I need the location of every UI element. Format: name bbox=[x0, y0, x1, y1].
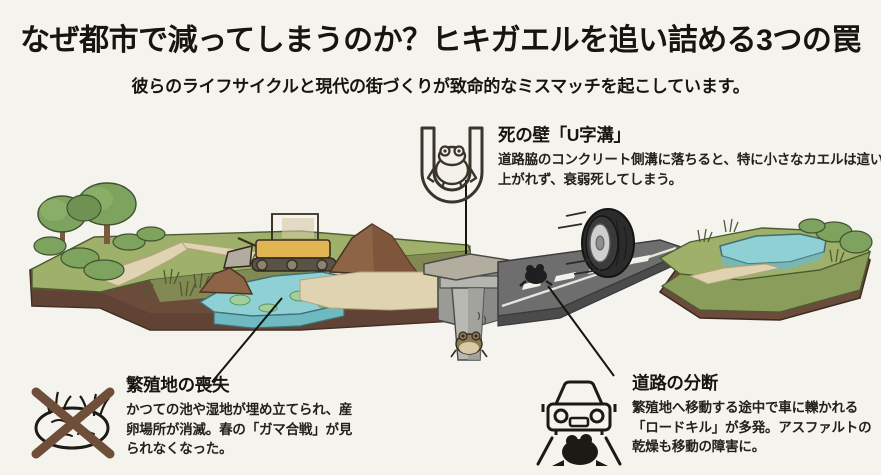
dirt-mound-large-shade bbox=[372, 224, 420, 276]
reed-tufts-right bbox=[697, 218, 845, 263]
pond-shape bbox=[34, 406, 110, 450]
page-subtitle: 彼らのライフサイクルと現代の街づくりが致命的なミスマッチを起こしています。 bbox=[131, 77, 750, 96]
leader-line-breeding bbox=[211, 297, 283, 383]
habitat-illustration bbox=[0, 176, 881, 390]
bulldozer bbox=[223, 213, 337, 272]
soil-block-left-shadow bbox=[30, 270, 470, 330]
shrub-group-left bbox=[33, 226, 166, 281]
callout-heading-road-fragmentation: 道路の分断 bbox=[632, 373, 718, 393]
callout-heading-breeding-loss: 繁殖地の喪失 bbox=[126, 375, 230, 395]
frog-in-gutter bbox=[426, 145, 478, 189]
page-title: なぜ都市で減ってしまうのか？ヒキガエルを追い詰める3つの罠 bbox=[20, 24, 861, 57]
dirt-mound-small bbox=[198, 267, 254, 295]
shrub-group-right bbox=[798, 218, 873, 254]
car-front-view bbox=[541, 380, 617, 435]
motion-lines bbox=[557, 211, 601, 275]
road-frog bbox=[519, 264, 553, 287]
callout-heading-u-gutter: 死の壁「U字溝」 bbox=[498, 125, 631, 145]
callout-body-breeding-loss: かつての池や湿地が埋め立てられ、産卵場所が消滅。春の「ガマ合戦」が見られなくなっ… bbox=[126, 402, 353, 457]
footpath-right bbox=[688, 263, 781, 285]
concrete-u-gutter-cross-section bbox=[423, 253, 510, 361]
trapped-frog bbox=[450, 331, 488, 358]
headlight-beam-lines bbox=[536, 436, 622, 466]
frog-silhouette bbox=[552, 434, 608, 466]
u-gutter-frog-icon bbox=[404, 118, 500, 214]
struggle-marks bbox=[477, 311, 487, 325]
callout-body-u-gutter: 道路脇のコンクリート側溝に落ちると、特に小さなカエルは這い上がれず、衰弱死してし… bbox=[498, 152, 881, 187]
leader-line-road bbox=[547, 285, 615, 377]
road-shoulder-line bbox=[501, 246, 677, 308]
grass-shade-right bbox=[660, 251, 871, 313]
crossed-out-pond-icon bbox=[22, 376, 122, 466]
rolling-tire bbox=[557, 208, 635, 278]
x-cross-mark bbox=[31, 387, 115, 459]
tree-group-left bbox=[37, 182, 137, 246]
callout-body-road-fragmentation: 繁殖地へ移動する途中で車に轢かれる「ロードキル」が多発。アスファルトの乾燥も移動… bbox=[632, 400, 872, 455]
car-over-frog-icon bbox=[530, 372, 628, 472]
